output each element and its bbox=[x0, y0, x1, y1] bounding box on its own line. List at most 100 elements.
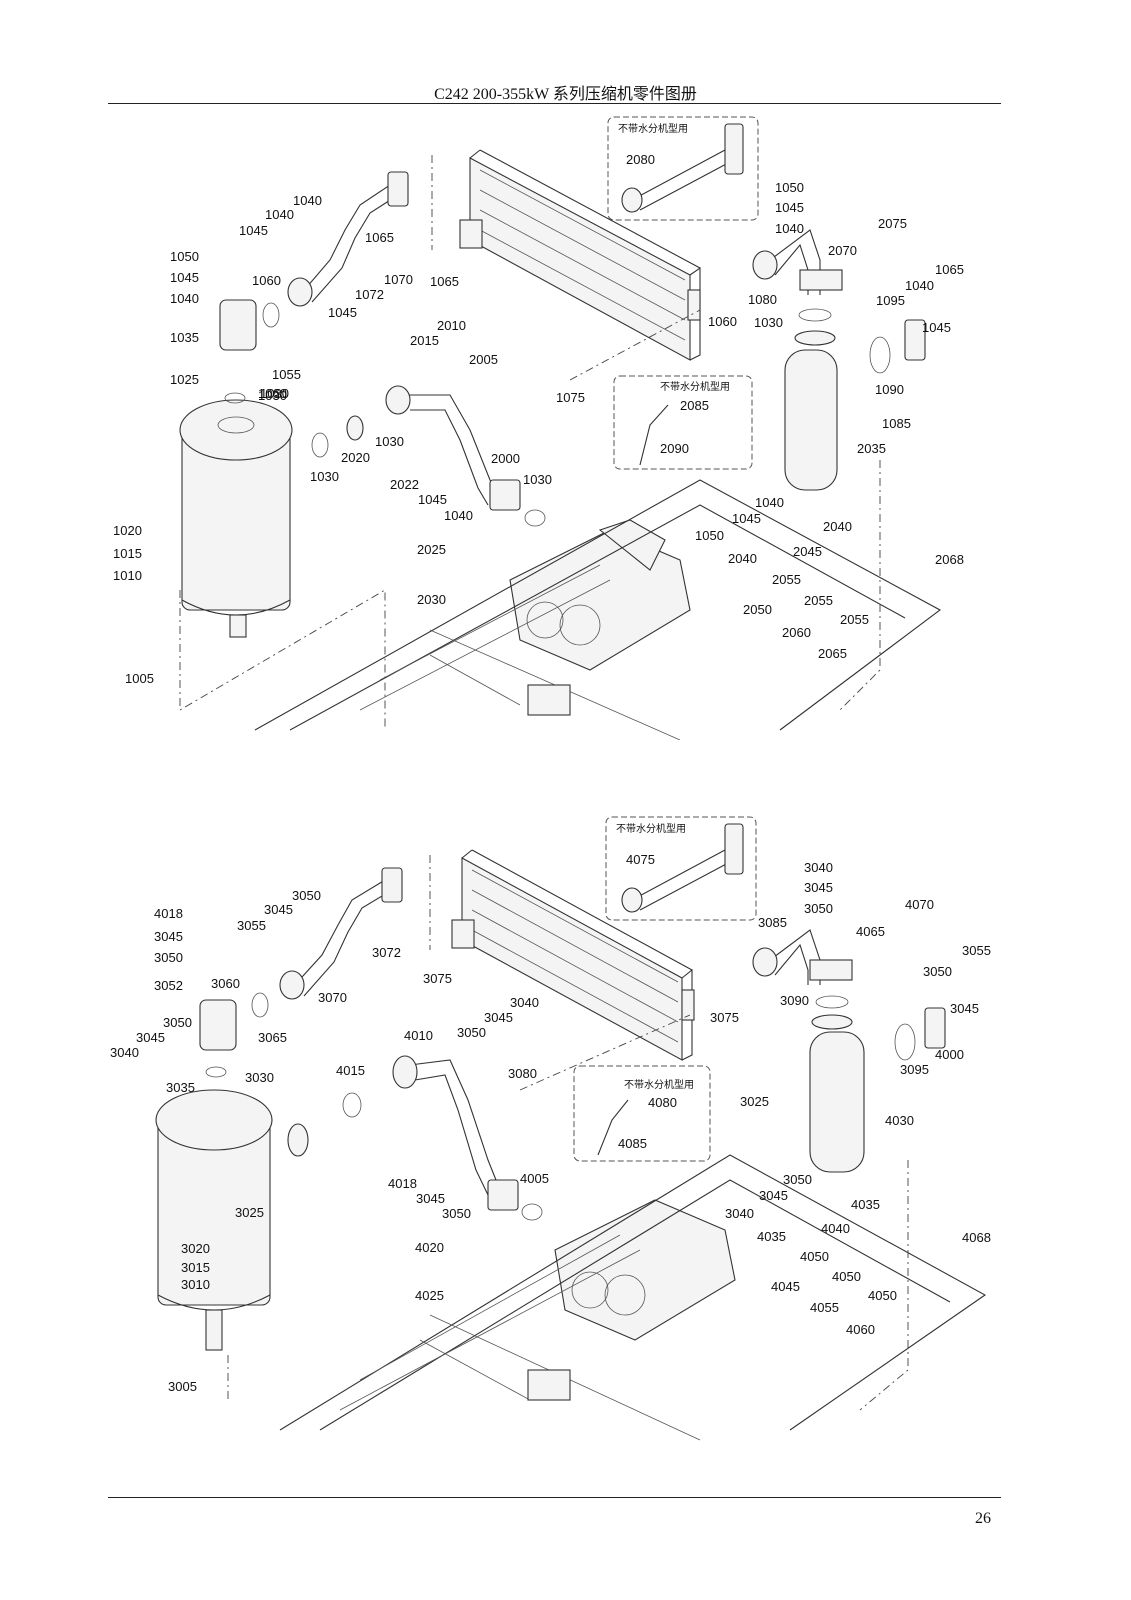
callout: 2080 bbox=[626, 152, 655, 167]
upper-left-pipe-drawing bbox=[262, 171, 409, 328]
assembly-guide-lines bbox=[227, 855, 909, 1411]
callout: 2060 bbox=[782, 625, 811, 640]
callout: 1045 bbox=[170, 270, 199, 285]
callout: 2065 bbox=[818, 646, 847, 661]
note-text: 不带水分机型用 bbox=[616, 822, 686, 835]
separator-tank-drawing bbox=[179, 299, 293, 638]
callout: 1045 bbox=[922, 320, 951, 335]
base-frame-drawing bbox=[254, 479, 942, 740]
note-box-bottom-1 bbox=[605, 816, 757, 921]
callout: 4018 bbox=[154, 906, 183, 921]
bottom-callouts: 3005 3010 3015 3020 3025 3030 3035 3040 … bbox=[110, 852, 991, 1394]
callout: 3040 bbox=[725, 1206, 754, 1221]
cooler-drawing bbox=[459, 149, 701, 361]
callout: 3065 bbox=[258, 1030, 287, 1045]
callout: 3040 bbox=[510, 995, 539, 1010]
top-exploded-view: 不带水分机型用 不带水分机型用 bbox=[113, 116, 964, 740]
callout: 2035 bbox=[857, 441, 886, 456]
callout: 1060 bbox=[258, 386, 287, 401]
callout: 2075 bbox=[878, 216, 907, 231]
callout: 3080 bbox=[508, 1066, 537, 1081]
callout: 1050 bbox=[695, 528, 724, 543]
sensor-cable-drawing bbox=[639, 404, 669, 466]
callout: 1025 bbox=[170, 372, 199, 387]
sensor-cable-drawing bbox=[597, 1099, 629, 1156]
callout: 1040 bbox=[293, 193, 322, 208]
callout: 3090 bbox=[780, 993, 809, 1008]
callout: 2020 bbox=[341, 450, 370, 465]
callout: 1080 bbox=[748, 292, 777, 307]
callout: 4010 bbox=[404, 1028, 433, 1043]
callout: 2005 bbox=[469, 352, 498, 367]
callout: 4000 bbox=[935, 1047, 964, 1062]
callout: 2055 bbox=[772, 572, 801, 587]
callout: 2022 bbox=[390, 477, 419, 492]
callout: 3072 bbox=[372, 945, 401, 960]
callout: 3050 bbox=[163, 1015, 192, 1030]
page-number: 26 bbox=[975, 1510, 991, 1527]
callout: 1020 bbox=[113, 523, 142, 538]
callout: 2045 bbox=[793, 544, 822, 559]
callout: 1070 bbox=[384, 272, 413, 287]
callout: 1030 bbox=[258, 388, 287, 403]
callout: 1030 bbox=[310, 469, 339, 484]
callout: 4050 bbox=[868, 1288, 897, 1303]
callout: 1060 bbox=[708, 314, 737, 329]
callout: 2090 bbox=[660, 441, 689, 456]
callout: 1015 bbox=[113, 546, 142, 561]
callout: 1045 bbox=[328, 305, 357, 320]
callout: 4068 bbox=[962, 1230, 991, 1245]
right-muffler-drawing bbox=[752, 229, 926, 491]
callout: 3050 bbox=[292, 888, 321, 903]
callout: 1050 bbox=[775, 180, 804, 195]
callout: 3015 bbox=[181, 1260, 210, 1275]
callout: 4075 bbox=[626, 852, 655, 867]
callout: 3050 bbox=[804, 901, 833, 916]
callout: 3060 bbox=[211, 976, 240, 991]
callout: 4035 bbox=[851, 1197, 880, 1212]
assembly-guide-lines bbox=[179, 155, 881, 730]
callout: 2055 bbox=[840, 612, 869, 627]
bottom-exploded-view: 不带水分机型用 不带水分机型用 bbox=[110, 816, 991, 1441]
callout: 4050 bbox=[800, 1249, 829, 1264]
callout: 2055 bbox=[804, 593, 833, 608]
callout: 3045 bbox=[804, 880, 833, 895]
callout: 1075 bbox=[556, 390, 585, 405]
callout: 1060 bbox=[252, 273, 281, 288]
callout: 1065 bbox=[935, 262, 964, 277]
callout: 1050 bbox=[170, 249, 199, 264]
callout: 1072 bbox=[355, 287, 384, 302]
callout: 1040 bbox=[444, 508, 473, 523]
callout: 3052 bbox=[154, 978, 183, 993]
callout: 4030 bbox=[885, 1113, 914, 1128]
callout: 4065 bbox=[856, 924, 885, 939]
callout: 1040 bbox=[170, 291, 199, 306]
callout: 3030 bbox=[245, 1070, 274, 1085]
note-text: 不带水分机型用 bbox=[618, 122, 688, 135]
callout: 1030 bbox=[754, 315, 783, 330]
note-text: 不带水分机型用 bbox=[660, 380, 730, 393]
callout: 1045 bbox=[775, 200, 804, 215]
callout: 3035 bbox=[166, 1080, 195, 1095]
base-frame-drawing bbox=[279, 1154, 987, 1441]
callout: 3075 bbox=[423, 971, 452, 986]
callout: 1045 bbox=[732, 511, 761, 526]
callout: 3025 bbox=[235, 1205, 264, 1220]
callout: 2010 bbox=[437, 318, 466, 333]
discharge-pipe-drawing bbox=[342, 1055, 543, 1221]
bypass-pipe-drawing bbox=[621, 123, 744, 213]
callout: 2040 bbox=[728, 551, 757, 566]
callout: 2068 bbox=[935, 552, 964, 567]
callout: 4050 bbox=[832, 1269, 861, 1284]
callout: 1045 bbox=[239, 223, 268, 238]
callout: 1040 bbox=[905, 278, 934, 293]
callout: 1045 bbox=[418, 492, 447, 507]
callout: 3010 bbox=[181, 1277, 210, 1292]
callout: 3045 bbox=[759, 1188, 788, 1203]
callout: 2085 bbox=[680, 398, 709, 413]
callout: 3055 bbox=[962, 943, 991, 958]
callout: 3040 bbox=[110, 1045, 139, 1060]
callout: 3055 bbox=[237, 918, 266, 933]
upper-left-pipe-drawing bbox=[251, 867, 403, 1018]
callout: 4020 bbox=[415, 1240, 444, 1255]
